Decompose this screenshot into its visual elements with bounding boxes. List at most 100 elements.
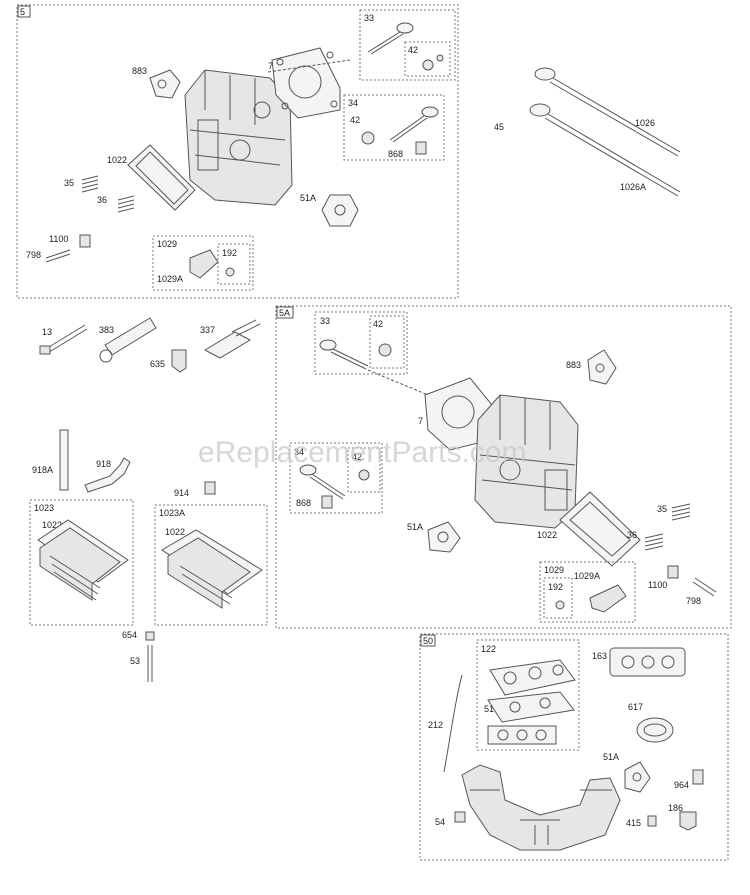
group-1023a-label: 1023A [159, 508, 185, 518]
cylinder-head-icon [184, 69, 293, 206]
label-415: 415 [626, 818, 641, 828]
gasket-51a-a-icon [321, 194, 359, 227]
label-36-b: 36 [627, 530, 637, 540]
nut-192-a-icon [225, 267, 235, 277]
bolt-13-icon [43, 324, 88, 355]
gasket-883-icon [149, 69, 181, 99]
spring-36-a-icon [117, 195, 135, 213]
stud-1100-a-icon [79, 234, 91, 248]
seal-868-b-icon [321, 495, 333, 509]
label-45: 45 [494, 122, 504, 132]
valve-34-a-icon [389, 106, 439, 143]
label-51a-a: 51A [300, 193, 316, 203]
label-868-a: 868 [388, 149, 403, 159]
group-1023a-box [154, 504, 268, 626]
label-42-d: 42 [352, 452, 362, 462]
label-53: 53 [130, 656, 140, 666]
group-34-b-box [289, 442, 383, 514]
seal-868-a-icon [415, 141, 427, 155]
group-1029-a-box [152, 235, 254, 291]
tube-383-icon [99, 317, 157, 363]
group-122-box [476, 639, 580, 751]
tube-212-icon [443, 674, 463, 773]
label-42-c: 42 [373, 319, 383, 329]
group-33-b-label: 33 [320, 316, 330, 326]
label-186: 186 [668, 803, 683, 813]
watermark-text: eReplacementParts.com [198, 436, 526, 469]
label-654: 654 [122, 630, 137, 640]
label-883-a: 883 [132, 66, 147, 76]
label-868-b: 868 [296, 498, 311, 508]
label-1100-a: 1100 [49, 234, 68, 244]
spring-35-b-icon [671, 503, 691, 521]
gasket-51a-b-icon [427, 521, 461, 553]
fitting-186-icon [679, 811, 697, 831]
pushrod-1026-icon [534, 67, 681, 157]
gasket-51a-c-icon [624, 761, 651, 793]
screw-415-icon [647, 815, 657, 827]
head-gasket-7-icon [271, 47, 341, 119]
group-1029-a-label: 1029 [157, 239, 177, 249]
label-7-b: 7 [418, 416, 423, 426]
label-964: 964 [674, 780, 689, 790]
label-192-a: 192 [222, 248, 237, 258]
label-1022-b: 1022 [42, 520, 62, 530]
label-1022-d: 1022 [537, 530, 557, 540]
fitting-635-icon [171, 349, 187, 373]
group-1029-b-label: 1029 [544, 565, 564, 575]
gasket-617-icon [636, 717, 674, 743]
gasket-1022-a-icon [127, 144, 196, 211]
bolt-914-icon [204, 481, 216, 495]
label-35-b: 35 [657, 504, 667, 514]
label-383: 383 [99, 325, 114, 335]
group-5-box [16, 4, 459, 299]
group-1023-label: 1023 [34, 503, 54, 513]
rocker-cover-1023-icon [37, 519, 129, 601]
valve-34-b-icon [299, 464, 346, 500]
bolt-798-a-icon [45, 249, 71, 263]
gasket-883-b-icon [587, 349, 617, 385]
group-33-a-label: 33 [364, 13, 374, 23]
rocker-1029a-a-icon [189, 249, 219, 279]
label-51a-b: 51A [407, 522, 423, 532]
group-5-label: 5 [20, 7, 25, 17]
pushrod-1026a-icon [529, 103, 681, 197]
retainer-42-a-icon [422, 59, 434, 71]
nut-192-b-icon [555, 600, 565, 610]
label-51a-c: 51A [603, 752, 619, 762]
group-50-label: 50 [423, 636, 433, 646]
label-1026a: 1026A [620, 182, 646, 192]
tube-918-icon [84, 457, 131, 493]
group-1029-b-box [539, 561, 636, 623]
label-635: 635 [150, 359, 165, 369]
label-1029a-a: 1029A [157, 274, 183, 284]
label-51: 51 [484, 704, 494, 714]
label-163: 163 [592, 651, 607, 661]
spring-35-a-icon [81, 175, 99, 193]
label-1022-c: 1022 [165, 527, 185, 537]
label-7-a: 7 [268, 61, 273, 71]
label-1022-a: 1022 [107, 155, 127, 165]
group-33-b-box [314, 311, 408, 375]
valve-337-icon [203, 319, 261, 359]
group-34-a-box [343, 94, 445, 161]
label-337: 337 [200, 325, 215, 335]
stud-53-icon [147, 645, 153, 682]
label-1026: 1026 [635, 118, 655, 128]
stud-1100-b-icon [667, 565, 679, 579]
group-50-box [419, 633, 729, 861]
fitting-964-icon [692, 769, 704, 785]
group-34-b-label: 34 [294, 447, 304, 457]
group-33-a-box [359, 9, 456, 81]
rocker-cover-1023a-icon [161, 529, 263, 609]
label-883-b: 883 [566, 360, 581, 370]
valve-33-a-icon [367, 22, 414, 55]
group-122-label: 122 [481, 644, 496, 654]
label-918a: 918A [32, 465, 53, 475]
label-192-b: 192 [548, 582, 563, 592]
label-42-a: 42 [408, 45, 418, 55]
label-798-b: 798 [686, 596, 701, 606]
label-1029a-b: 1029A [574, 571, 600, 581]
rocker-1029a-b-icon [589, 584, 627, 613]
